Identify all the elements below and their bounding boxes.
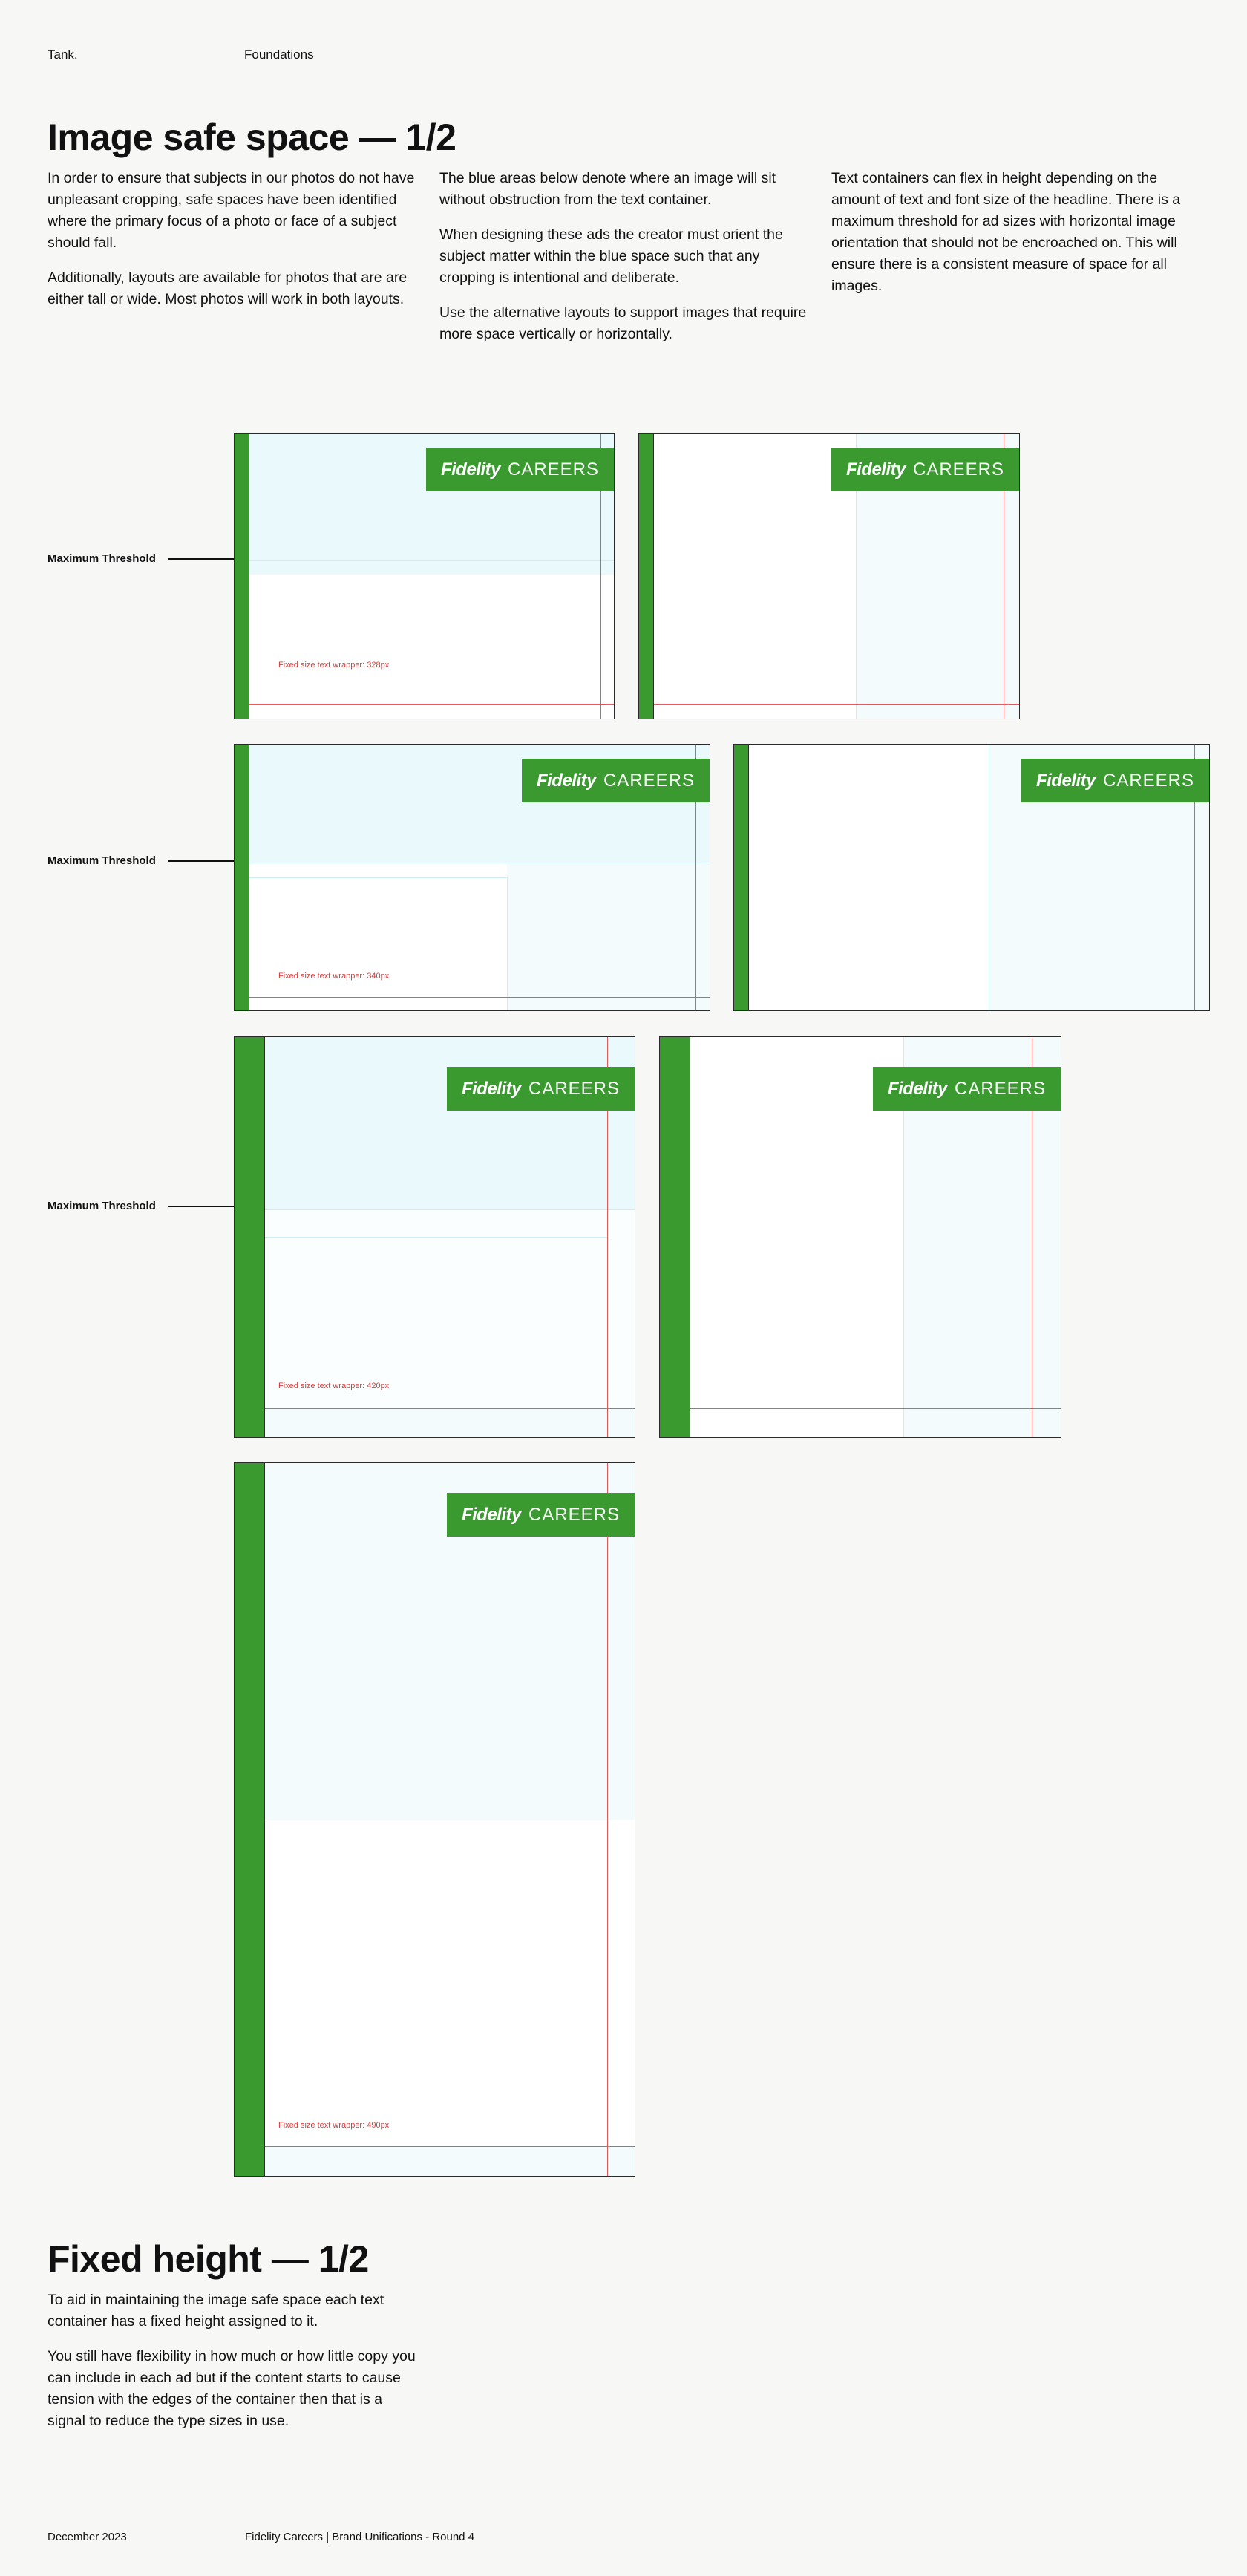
margin-guide [639, 704, 1019, 705]
fidelity-careers-logo: Fidelity CAREERS [447, 1067, 635, 1111]
text-wrapper-edge [249, 877, 507, 878]
fixed-size-label: Fixed size text wrapper: 490px [278, 2121, 390, 2130]
threshold-guide [249, 560, 614, 561]
safe-space-area [507, 863, 710, 1010]
fixed-height-paragraph: You still have flexibility in how much o… [48, 2348, 416, 2429]
fixed-size-label: Fixed size text wrapper: 420px [278, 1382, 390, 1390]
max-threshold-label: Maximum Threshold [48, 552, 156, 565]
intro-paragraph: Additionally, layouts are available for … [48, 269, 408, 307]
ad-layout-square-vertical: Fidelity CAREERS [659, 1036, 1061, 1438]
margin-guide [1194, 745, 1195, 1010]
footer-project: Fidelity Careers | Brand Unifications - … [245, 2531, 475, 2543]
intro-paragraph: When designing these ads the creator mus… [439, 226, 783, 286]
intro-paragraph: Use the alternative layouts to support i… [439, 304, 807, 342]
ad-layout-vertical-1: Fidelity CAREERS [638, 433, 1020, 719]
logo-wordmark: Fidelity [536, 770, 597, 791]
logo-wordmark: Fidelity [887, 1078, 948, 1099]
logo-careers: CAREERS [528, 1504, 621, 1525]
fidelity-careers-logo: Fidelity CAREERS [426, 448, 614, 491]
margin-guide [235, 1408, 635, 1409]
max-threshold-marker: Maximum Threshold [48, 552, 261, 565]
safe-space-area [264, 1408, 635, 1437]
ad-layout-tall: Fidelity CAREERS Fixed size text wrapper:… [234, 1462, 635, 2177]
max-threshold-label: Maximum Threshold [48, 1200, 156, 1212]
ad-layout-square-horizontal: Fidelity CAREERS Fixed size text wrapper:… [234, 1036, 635, 1438]
ad-layout-vertical-2: Fidelity CAREERS [733, 744, 1210, 1011]
fixed-height-copy: To aid in maintaining the image safe spa… [48, 2289, 419, 2445]
intro-col-1: In order to ensure that subjects in our … [48, 168, 419, 324]
logo-wordmark: Fidelity [845, 459, 906, 480]
section-label: Foundations [244, 48, 314, 62]
fixed-height-paragraph: To aid in maintaining the image safe spa… [48, 2292, 384, 2330]
ad-layout-horizontal-1: Fidelity CAREERS Fixed size text wrapper:… [234, 433, 615, 719]
margin-guide [235, 704, 614, 705]
section-title: Fixed height — 1/2 [48, 2238, 369, 2280]
logo-careers: CAREERS [1102, 770, 1195, 791]
safe-space-area [264, 2146, 635, 2176]
max-threshold-marker: Maximum Threshold [48, 1200, 261, 1212]
brand-bar [639, 434, 654, 719]
logo-careers: CAREERS [528, 1078, 621, 1099]
fidelity-careers-logo: Fidelity CAREERS [522, 759, 710, 802]
margin-guide [235, 997, 710, 998]
margin-guide [607, 1037, 608, 1437]
logo-wordmark: Fidelity [440, 459, 501, 480]
text-wrapper-edge [507, 877, 508, 1010]
fidelity-careers-logo: Fidelity CAREERS [1021, 759, 1209, 802]
safe-space-area [264, 1037, 635, 1209]
margin-guide [235, 2146, 635, 2147]
brand-bar [235, 745, 249, 1010]
margin-guide [695, 745, 696, 1010]
intro-col-2: The blue areas below denote where an ima… [439, 168, 811, 359]
max-threshold-label: Maximum Threshold [48, 854, 156, 867]
fidelity-careers-logo: Fidelity CAREERS [831, 448, 1019, 491]
logo-wordmark: Fidelity [1035, 770, 1096, 791]
logo-careers: CAREERS [507, 459, 600, 480]
logo-careers: CAREERS [954, 1078, 1047, 1099]
arrow-right-icon [167, 1205, 261, 1207]
brand-label: Tank. [48, 48, 78, 62]
margin-guide [600, 434, 601, 719]
margin-guide [607, 1463, 608, 2176]
brand-bar [734, 745, 749, 1010]
logo-wordmark: Fidelity [461, 1078, 522, 1099]
intro-paragraph: In order to ensure that subjects in our … [48, 170, 415, 251]
logo-careers: CAREERS [603, 770, 695, 791]
fidelity-careers-logo: Fidelity CAREERS [873, 1067, 1061, 1111]
margin-guide [660, 1408, 1061, 1409]
logo-wordmark: Fidelity [461, 1504, 522, 1525]
fixed-size-label: Fixed size text wrapper: 340px [278, 972, 390, 981]
logo-careers: CAREERS [912, 459, 1005, 480]
max-threshold-marker: Maximum Threshold [48, 854, 261, 867]
brand-bar [235, 1463, 265, 2176]
brand-bar [235, 1037, 265, 1437]
brand-bar [235, 434, 249, 719]
intro-col-3: Text containers can flex in height depen… [831, 168, 1202, 310]
footer-date: December 2023 [48, 2531, 127, 2543]
safe-space-edge [856, 434, 857, 719]
threshold-guide [264, 1209, 635, 1210]
safe-space-area [264, 1209, 635, 1437]
arrow-right-icon [167, 558, 261, 560]
brand-bar [660, 1037, 690, 1437]
page-title: Image safe space — 1/2 [48, 117, 456, 158]
text-wrapper-edge [264, 1237, 607, 1238]
intro-paragraph: Text containers can flex in height depen… [831, 170, 1181, 294]
arrow-right-icon [167, 860, 261, 862]
safe-space-edge [903, 1037, 904, 1437]
fixed-size-label: Fixed size text wrapper: 328px [278, 661, 390, 670]
intro-paragraph: The blue areas below denote where an ima… [439, 170, 776, 208]
fidelity-careers-logo: Fidelity CAREERS [447, 1493, 635, 1537]
ad-layout-horizontal-2: Fidelity CAREERS Fixed size text wrapper:… [234, 744, 710, 1011]
